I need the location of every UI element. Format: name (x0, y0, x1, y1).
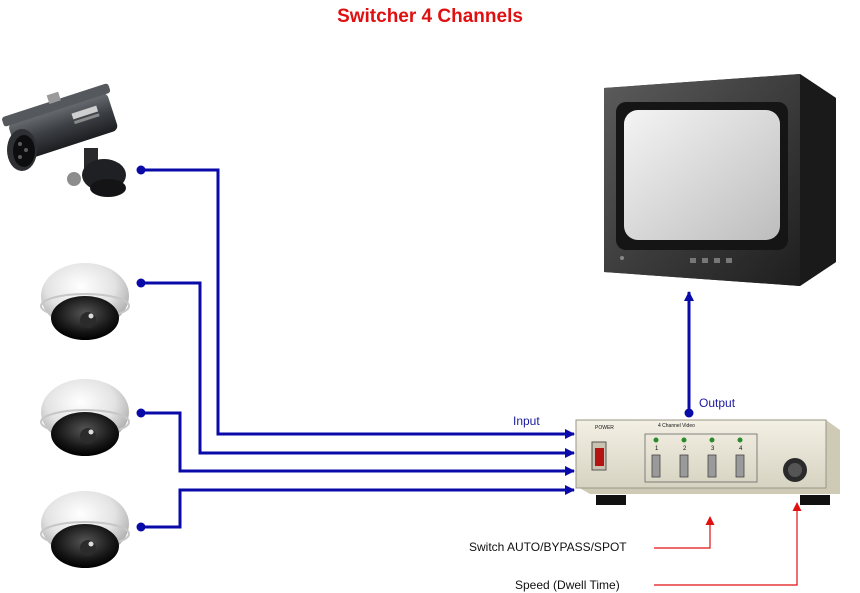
camera-4-cable (141, 485, 575, 529)
camera-1-cable (141, 168, 575, 439)
camera-2-connector (136, 278, 146, 288)
camera-1-connector (136, 165, 146, 175)
video-switcher-icon (575, 419, 840, 505)
switch-mode-label: Switch AUTO/BYPASS/SPOT (469, 540, 627, 554)
dome-camera-icon (40, 263, 130, 340)
input-label: Input (513, 414, 540, 428)
channel-3-label: 3 (711, 446, 715, 452)
dome-camera-icon (40, 379, 130, 456)
channel-video-label: 4 Channel Video (658, 423, 695, 429)
channel-4-label: 4 (739, 446, 743, 452)
switch-mode-callout (654, 516, 715, 549)
crt-monitor-icon (604, 74, 836, 286)
camera-connectors (136, 165, 146, 532)
bullet-camera-icon (2, 83, 126, 197)
power-label: POWER (595, 425, 614, 431)
camera-3-connector (136, 408, 146, 418)
speed-label: Speed (Dwell Time) (515, 578, 620, 592)
dome-camera-icon (40, 491, 130, 568)
camera-2-cable (141, 281, 575, 458)
channel-1-label: 1 (655, 446, 659, 452)
channel-2-label: 2 (683, 446, 687, 452)
camera-signal-lines (141, 168, 575, 529)
camera-3-cable (141, 411, 575, 476)
output-label: Output (699, 396, 736, 410)
camera-4-connector (136, 522, 146, 532)
speed-callout (654, 502, 802, 586)
diagram-title: Switcher 4 Channels (337, 6, 523, 27)
output-connector (684, 408, 694, 418)
